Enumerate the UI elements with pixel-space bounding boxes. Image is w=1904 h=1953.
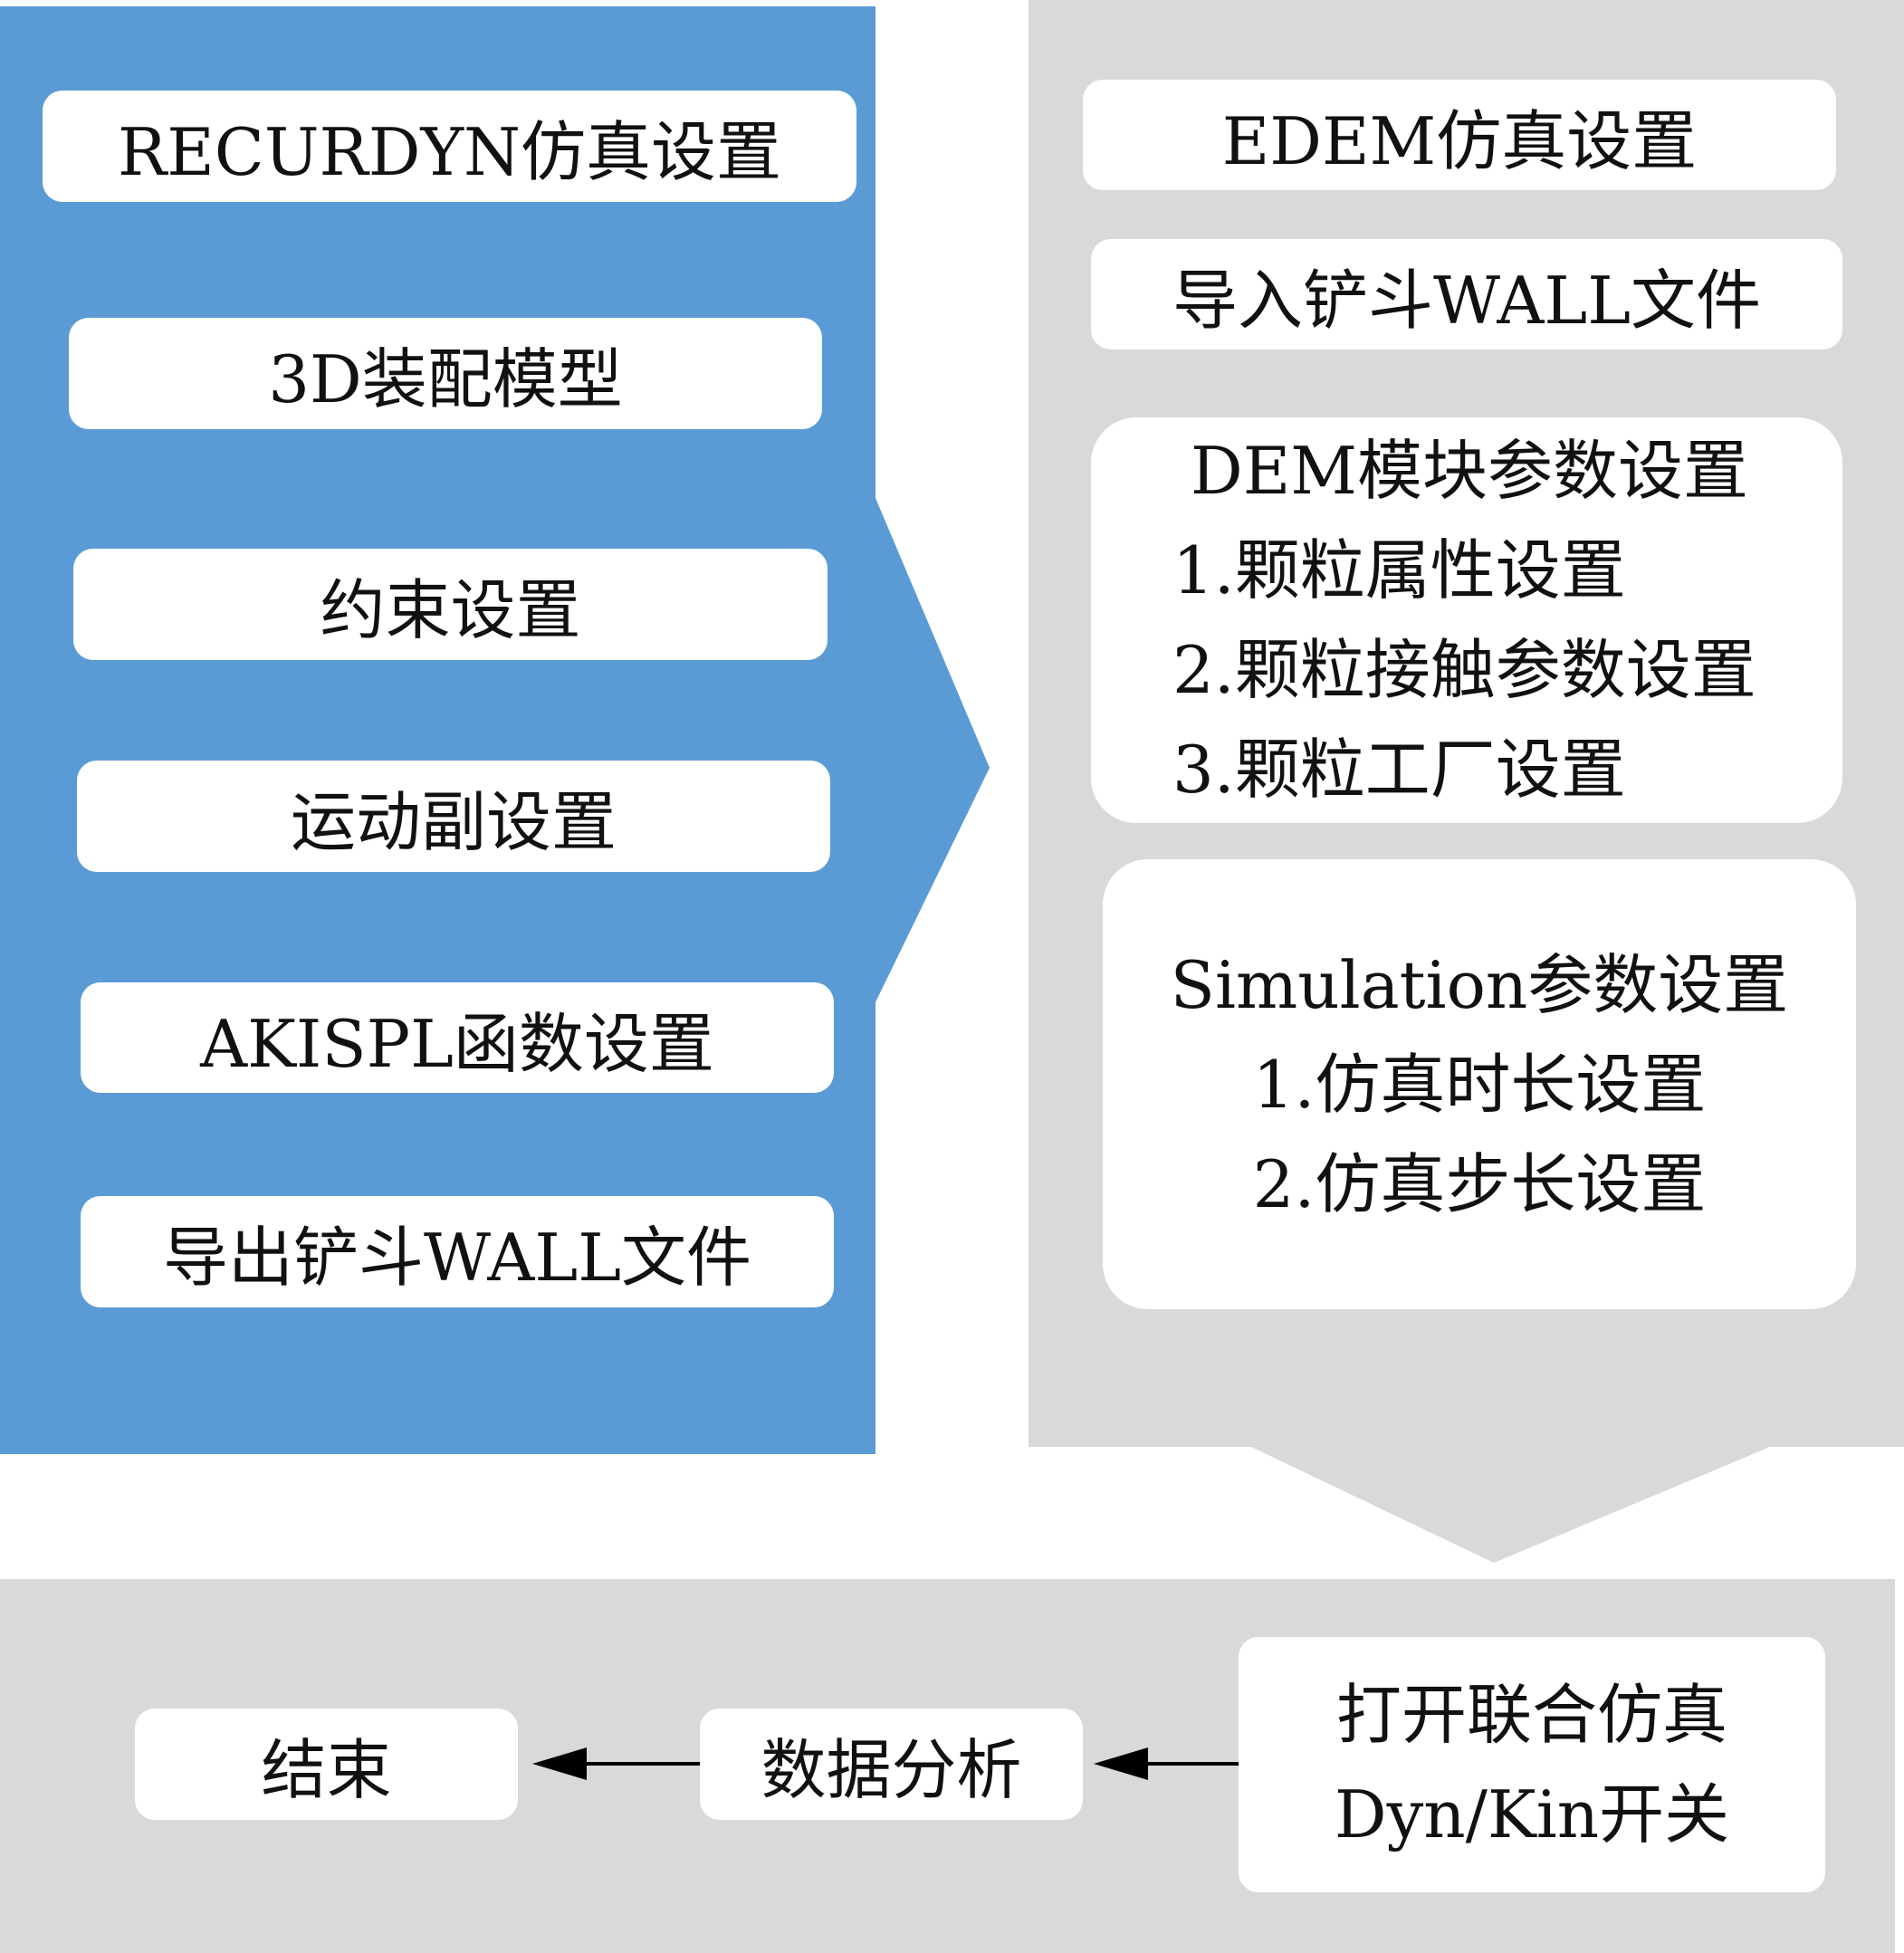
simulation-item: 1.仿真时长设置	[1252, 1046, 1707, 1123]
dem-item: 3.颗粒工厂设置	[1172, 732, 1626, 808]
simulation-item: 2.仿真步长设置	[1252, 1145, 1707, 1222]
step-constraint: 约束设置	[73, 549, 828, 660]
cosim-line2: Dyn/Kin开关	[1334, 1776, 1730, 1852]
cosim-line1: 打开联合仿真	[1335, 1677, 1727, 1753]
edem-title-box: EDEM仿真设置	[1083, 80, 1836, 190]
dem-heading: DEM模块参数设置	[1191, 433, 1749, 509]
data-analysis-box: 数据分析	[700, 1709, 1083, 1820]
simulation-heading: Simulation参数设置	[1170, 946, 1789, 1023]
simulation-settings-box: Simulation参数设置 1.仿真时长设置 2.仿真步长设置	[1103, 859, 1856, 1309]
step-export-wall: 导出铲斗WALL文件	[81, 1196, 834, 1307]
arrowhead-icon	[1094, 1747, 1148, 1780]
recurdyn-title-box: RECURDYN仿真设置	[43, 91, 856, 202]
step-akispl: AKISPL函数设置	[81, 982, 834, 1093]
step-joint: 运动副设置	[77, 761, 830, 872]
step-import-wall: 导入铲斗WALL文件	[1091, 239, 1842, 349]
dem-item: 1.颗粒属性设置	[1172, 532, 1626, 608]
cosim-switch-box: 打开联合仿真 Dyn/Kin开关	[1239, 1637, 1825, 1892]
dem-item: 2.颗粒接触参数设置	[1172, 632, 1756, 708]
end-box: 结束	[135, 1709, 518, 1820]
step-assembly-model: 3D装配模型	[69, 318, 822, 429]
dem-settings-box: DEM模块参数设置 1.颗粒属性设置 2.颗粒接触参数设置 3.颗粒工厂设置	[1091, 417, 1842, 823]
arrowhead-icon	[532, 1747, 587, 1780]
